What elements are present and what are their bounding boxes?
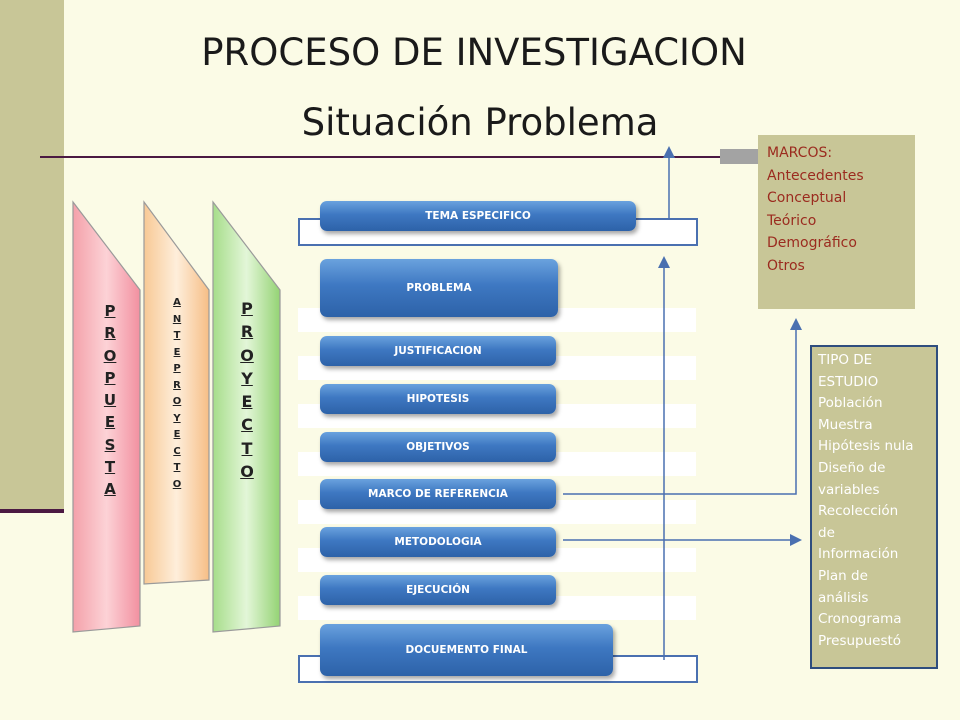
phase-letter: R — [104, 324, 116, 343]
tipo-line: Muestra — [818, 416, 873, 433]
step-metodologia[interactable]: METODOLOGIA — [320, 527, 556, 557]
slide-title: PROCESO DE INVESTIGACION — [201, 31, 747, 74]
step-ejecucion[interactable]: EJECUCIÓN — [320, 575, 556, 605]
phase-letter: E — [104, 413, 116, 432]
tipo-line: Población — [818, 395, 883, 412]
tipo-line: Cronograma — [818, 611, 902, 628]
tipo-line: Hipótesis nula — [818, 438, 914, 455]
phase-letter: P — [241, 299, 253, 318]
marcos-line: Otros — [767, 257, 805, 274]
tipo-line: análisis — [818, 589, 869, 606]
phase-letter: O — [240, 345, 254, 365]
tipo-line: Presupuestó — [818, 632, 902, 649]
chevron-propuesta — [72, 200, 141, 633]
phase-letter: O — [240, 462, 254, 482]
phase-letter: R — [173, 379, 181, 391]
tipo-line: Información — [818, 546, 899, 563]
marcos-line: Demográfico — [767, 235, 857, 251]
phase-letter: E — [173, 429, 181, 440]
step-problema[interactable]: PROBLEMA — [320, 259, 558, 317]
chevron-anteproyecto — [143, 200, 210, 585]
marcos-line: Teórico — [767, 212, 817, 229]
step-objetivos[interactable]: OBJETIVOS — [320, 432, 556, 462]
phase-letter: C — [241, 415, 253, 435]
phase-letter: T — [104, 458, 116, 477]
left-accent-underline — [0, 509, 64, 513]
phase-letter: U — [103, 391, 117, 410]
phase-letter: N — [172, 313, 182, 325]
step-tema-especifico[interactable]: TEMA ESPECIFICO — [320, 201, 636, 231]
phase-letter: O — [103, 346, 117, 365]
tipo-line: TIPO DE — [818, 352, 873, 368]
phase-letter: P — [104, 302, 116, 320]
step-documento-final[interactable]: DOCUEMENTO FINAL — [320, 624, 613, 676]
marcos-box: MARCOS: Antecedentes Conceptual Teórico … — [758, 135, 915, 309]
phase-letter: E — [241, 392, 253, 412]
phase-letter: Y — [241, 368, 253, 388]
step-marco-referencia[interactable]: MARCO DE REFERENCIA — [320, 479, 556, 509]
title-divider — [40, 156, 760, 158]
chevron-proyecto — [212, 200, 281, 633]
tipo-estudio-box: TIPO DE ESTUDIO Población Muestra Hipóte… — [810, 345, 938, 669]
tipo-line: variables — [818, 481, 880, 498]
phase-letter: T — [241, 438, 253, 458]
phase-letter: S — [104, 435, 116, 454]
left-accent-bar — [0, 0, 64, 510]
tipo-line: Diseño de — [818, 459, 886, 476]
phase-letter: O — [172, 478, 182, 490]
tipo-line: de — [818, 524, 835, 541]
step-justificacion[interactable]: JUSTIFICACION — [320, 336, 556, 366]
tipo-line: Recolección — [818, 503, 899, 520]
phase-letter: O — [172, 396, 182, 407]
phase-letter: R — [240, 322, 254, 342]
phase-letter: Y — [173, 412, 181, 424]
marcos-line: MARCOS: — [767, 145, 833, 161]
phase-letter: T — [173, 462, 181, 473]
marcos-line: Antecedentes — [767, 167, 864, 184]
phase-letter: P — [104, 368, 116, 387]
phase-letter: A — [173, 297, 181, 308]
phase-letter: E — [173, 346, 181, 358]
phase-letter: P — [173, 363, 181, 374]
step-hipotesis[interactable]: HIPOTESIS — [320, 384, 556, 414]
phase-letter: A — [104, 480, 116, 499]
tipo-line: Plan de — [818, 567, 868, 584]
marcos-line: Conceptual — [767, 190, 847, 206]
phase-letter: C — [173, 445, 181, 457]
arrow-marco-to-marcos — [563, 318, 802, 495]
phase-letter: T — [173, 330, 181, 341]
divider-tab — [720, 149, 760, 164]
tipo-line: ESTUDIO — [818, 373, 879, 390]
slide-subtitle: Situación Problema — [301, 101, 659, 144]
